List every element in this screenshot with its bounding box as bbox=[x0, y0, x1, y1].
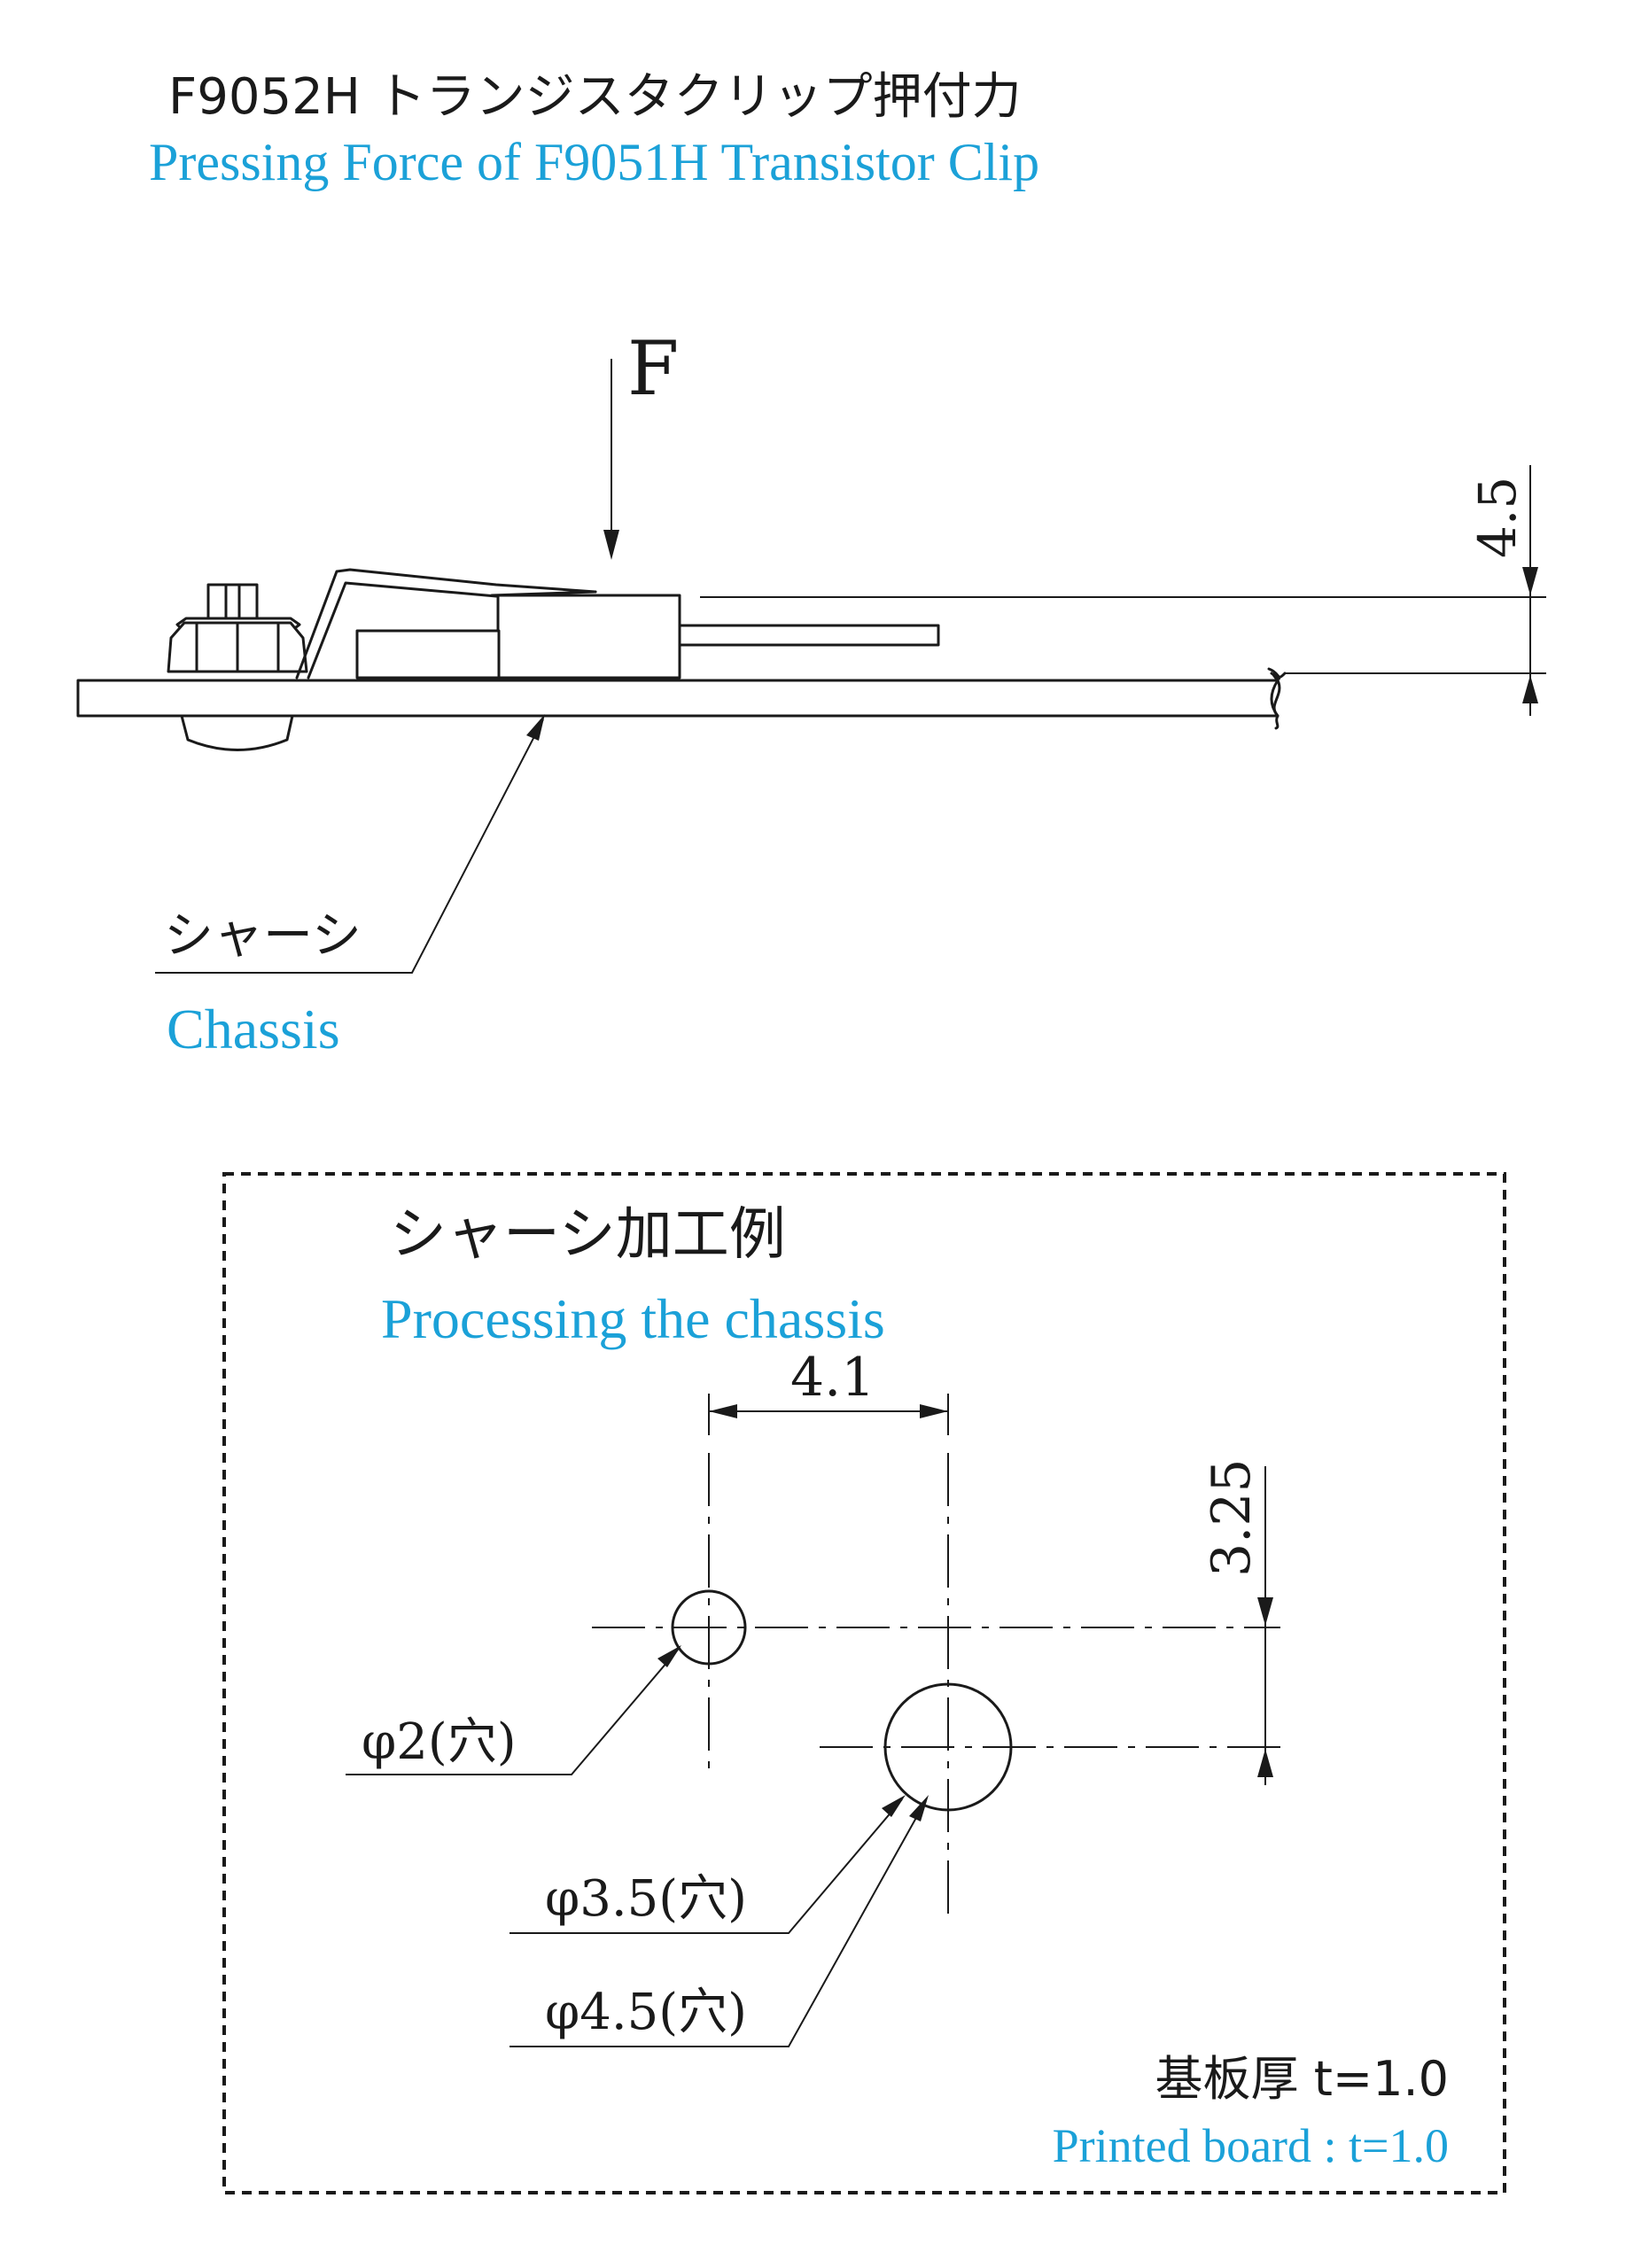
hole-mid-leader bbox=[509, 1798, 903, 1934]
transistor-lead bbox=[678, 624, 940, 647]
board-note-en: Printed board : t=1.0 bbox=[1053, 2119, 1449, 2172]
processing-example: シャーシ加工例 Processing the chassis 4.1 3.25 … bbox=[222, 1172, 1506, 2194]
heat-sink-block bbox=[355, 629, 501, 680]
title-jp: F9052H トランジスタクリップ押付力 bbox=[168, 68, 1022, 126]
side-view: F 4.5 シャーシ bbox=[76, 325, 1546, 1060]
processing-heading-en: Processing the chassis bbox=[381, 1287, 885, 1350]
hole-large-label: φ4.5(穴) bbox=[545, 1984, 747, 2041]
transistor-body bbox=[496, 594, 681, 680]
board-note-jp: 基板厚 t=1.0 bbox=[1155, 2051, 1449, 2107]
hole-small bbox=[671, 1589, 747, 1666]
hole-large-leader bbox=[509, 1799, 927, 2047]
hole-small-label: φ2(穴) bbox=[362, 1713, 517, 1771]
hole-small-leader bbox=[346, 1649, 679, 1775]
clip-spring bbox=[295, 568, 597, 680]
force-label: F bbox=[627, 325, 679, 412]
processing-frame bbox=[222, 1172, 1506, 2194]
screw-head bbox=[180, 714, 294, 751]
dim-vertical: 3.25 bbox=[1201, 1458, 1263, 1577]
hole-mid-label: φ3.5(穴) bbox=[545, 1870, 747, 1928]
chassis-label-jp: シャーシ bbox=[164, 907, 362, 965]
processing-heading-jp: シャーシ加工例 bbox=[390, 1202, 786, 1268]
height-dim: 4.5 bbox=[1467, 477, 1528, 558]
dim-horizontal: 4.1 bbox=[790, 1347, 875, 1409]
hole-large bbox=[883, 1682, 1013, 1812]
force-arrowhead bbox=[603, 530, 619, 560]
chassis-plate bbox=[76, 679, 1280, 718]
chassis-leader bbox=[155, 718, 544, 974]
title-en: Pressing Force of F9051H Transistor Clip bbox=[149, 133, 1039, 191]
chassis-label-en: Chassis bbox=[167, 998, 340, 1060]
